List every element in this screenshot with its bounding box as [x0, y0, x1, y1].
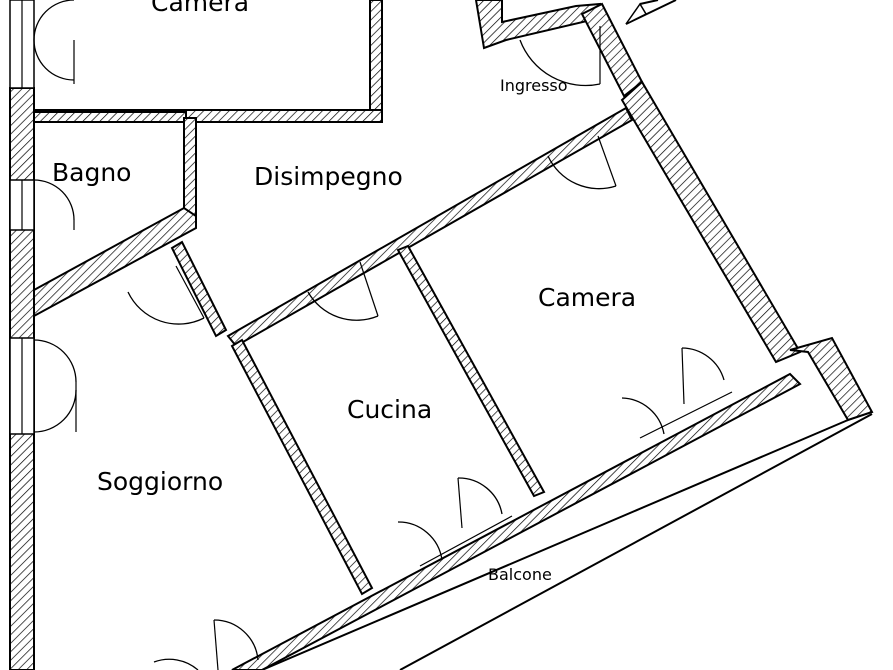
north-arrow-icon — [625, 0, 677, 25]
room-label-disimpegno: Disimpegno — [254, 162, 403, 191]
balcony-walls — [231, 336, 874, 670]
cucina-walls — [230, 244, 546, 596]
room-label-bagno: Bagno — [52, 158, 131, 187]
room-label-soggiorno: Soggiorno — [97, 467, 223, 496]
camera-top-walls — [33, 0, 383, 123]
room-label-camera-top: Camera — [151, 0, 249, 17]
corridor-diagonal-wall — [170, 106, 634, 348]
doors — [33, 0, 733, 670]
left-exterior-wall — [9, 0, 35, 670]
room-label-ingresso: Ingresso — [500, 76, 568, 95]
room-label-balcone: Balcone — [488, 565, 552, 584]
ingresso-walls — [474, 0, 802, 364]
room-label-cucina: Cucina — [347, 395, 432, 424]
bagno-walls — [33, 117, 197, 318]
room-label-camera: Camera — [538, 283, 636, 312]
